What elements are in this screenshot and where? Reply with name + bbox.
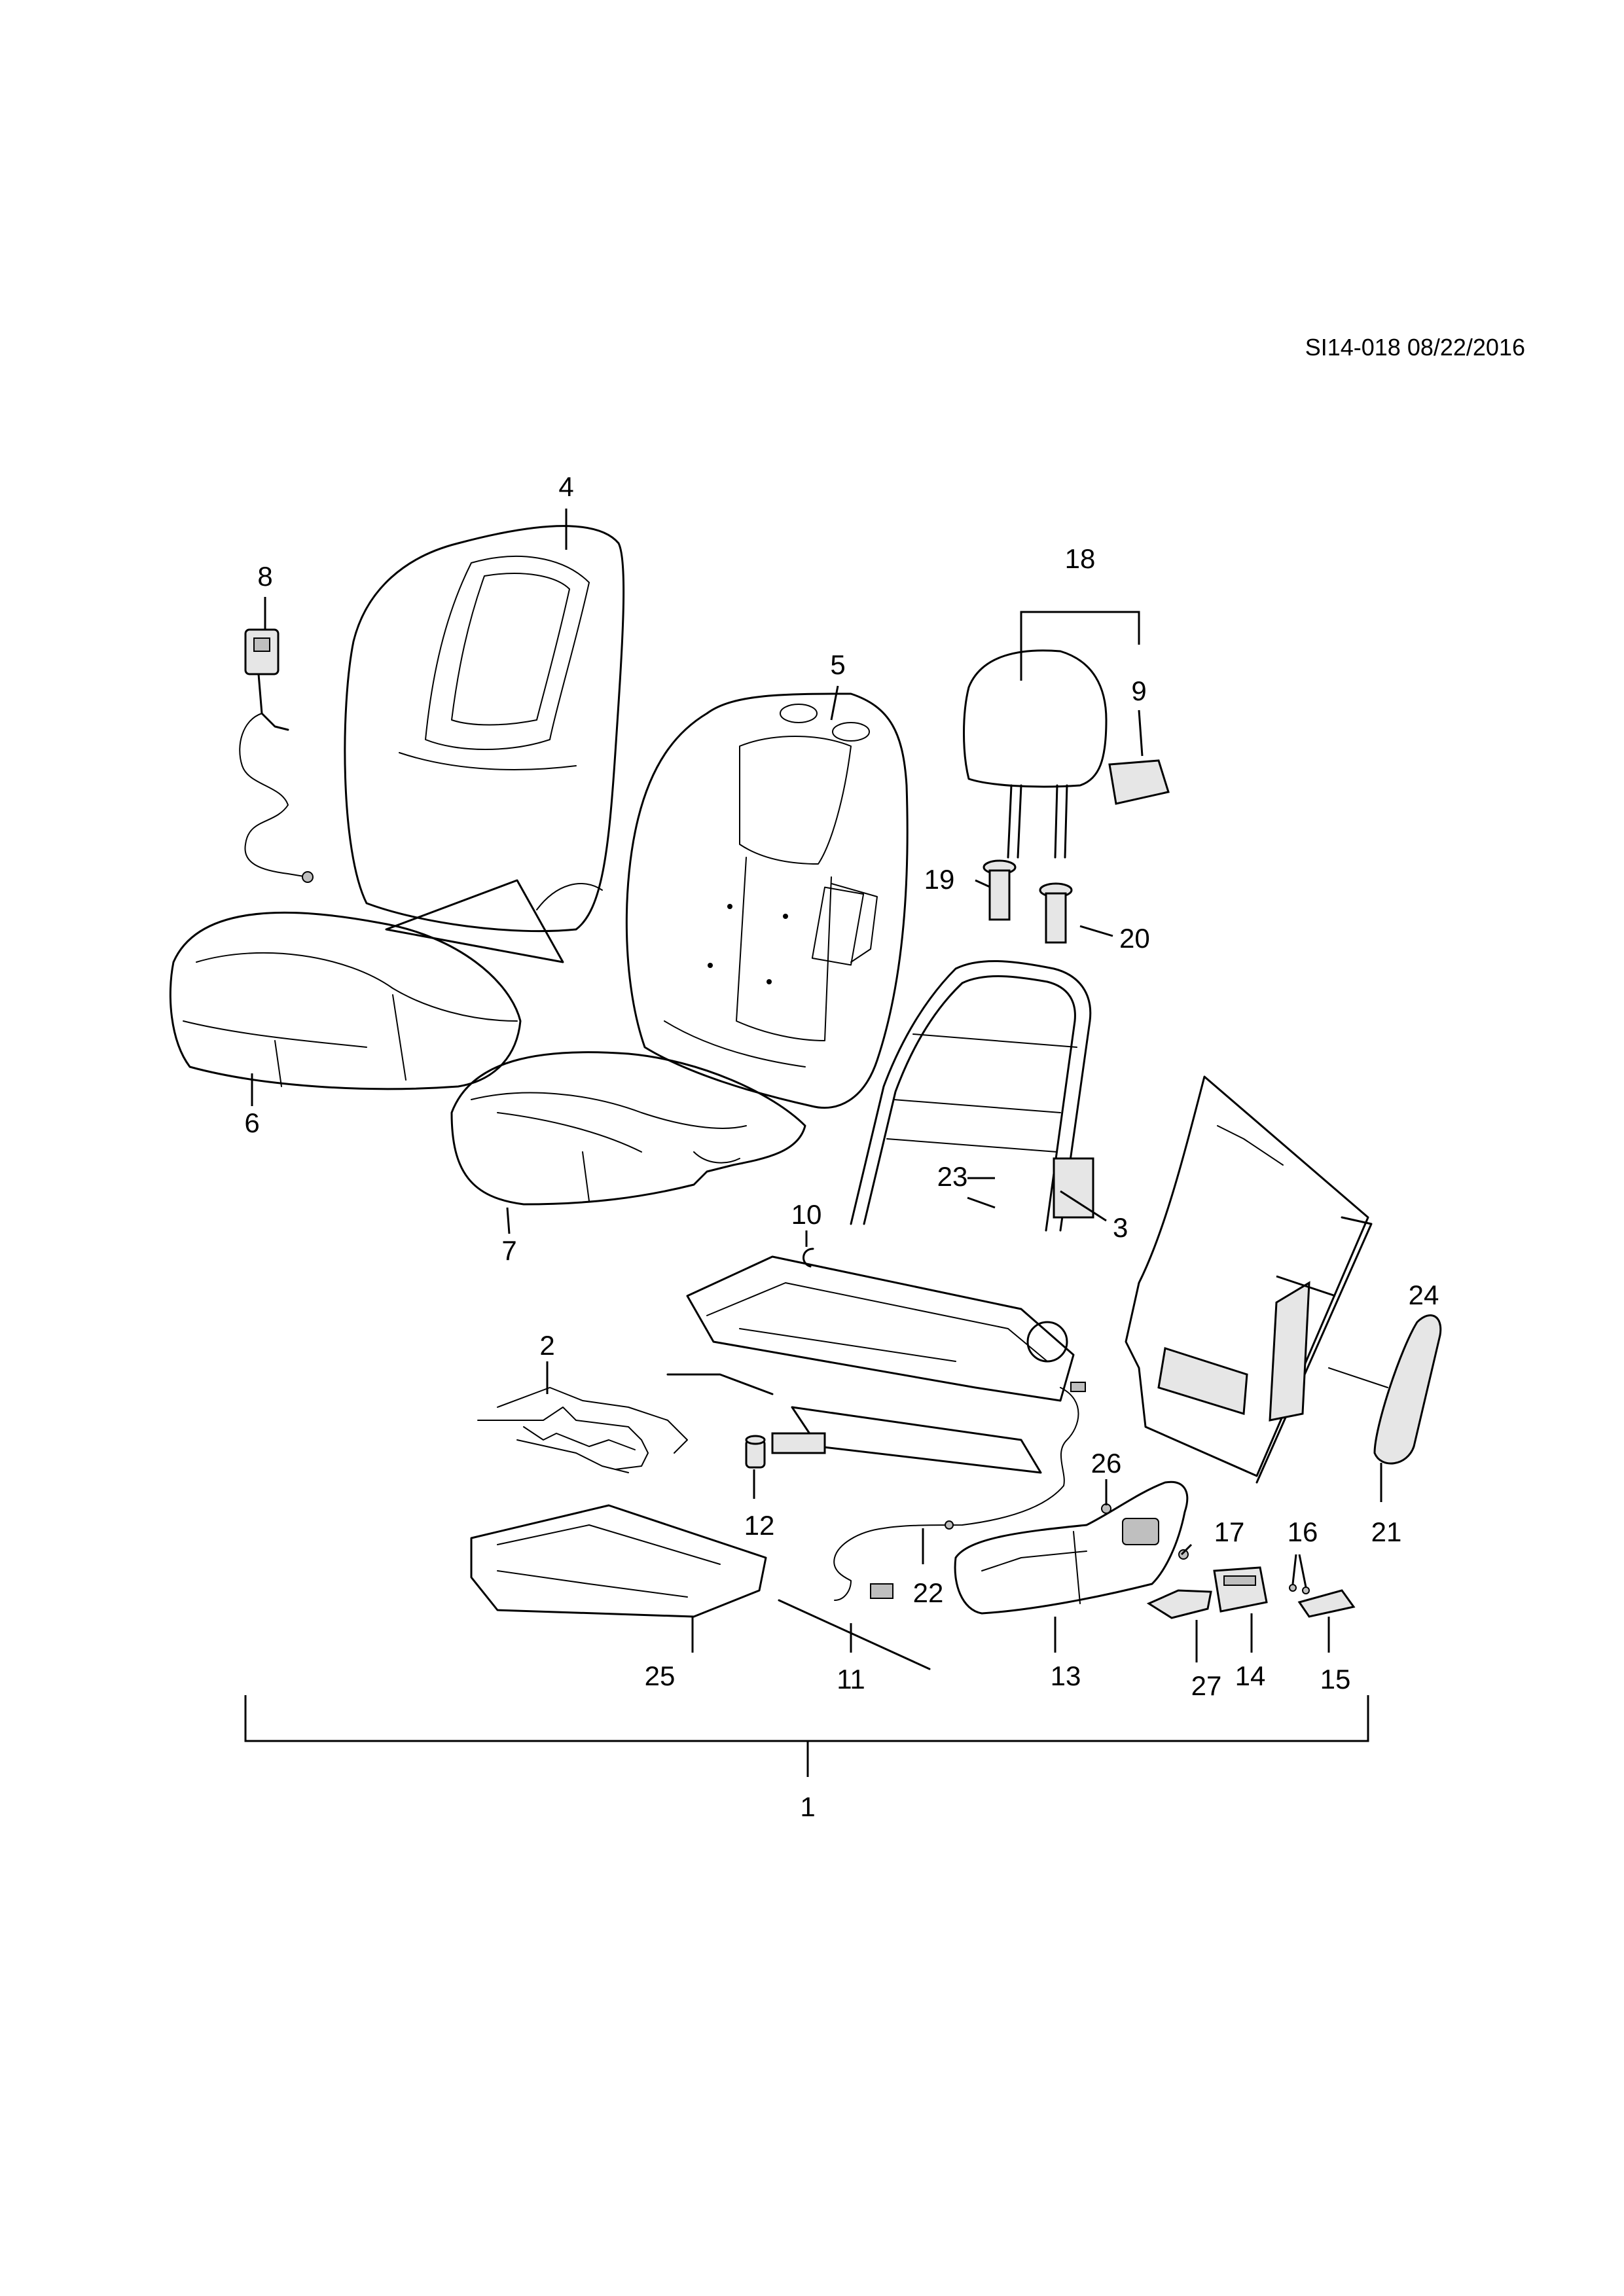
power-seat-switch (1213, 1566, 1268, 1613)
seat-cushion-cover (169, 911, 522, 1090)
callout-24: 24 (1409, 1280, 1439, 1310)
switch-bezel (1297, 1589, 1356, 1618)
seat-back-pad (625, 692, 909, 1109)
side-shield (954, 1480, 1189, 1615)
clip (803, 1247, 814, 1268)
callout-13: 13 (1051, 1660, 1081, 1691)
callout-10: 10 (791, 1199, 822, 1230)
screw-16b (1302, 1587, 1310, 1594)
seat-back-frame (850, 960, 1094, 1232)
bushing (745, 1435, 766, 1469)
callout-16: 16 (1288, 1516, 1318, 1547)
callout-1: 1 (800, 1791, 815, 1822)
seat-cushion-pad (450, 1051, 806, 1206)
screw-16a (1289, 1584, 1297, 1592)
seat-suspension-mat (477, 1387, 688, 1473)
callout-12: 12 (744, 1510, 775, 1541)
side-air-bag-module (1328, 1314, 1442, 1465)
callout-18: 18 (1065, 543, 1096, 574)
callout-27: 27 (1191, 1670, 1222, 1701)
seat-back-panel (1125, 1075, 1373, 1484)
diagram-reference: SI14-018 08/22/2016 (1305, 334, 1525, 361)
callout-2: 2 (539, 1330, 554, 1361)
leader-lines (251, 509, 1382, 1662)
callout-5: 5 (830, 649, 845, 680)
head-restraint-guide-19 (983, 859, 1017, 921)
callout-3: 3 (1113, 1212, 1128, 1243)
callout-20: 20 (1119, 923, 1150, 954)
cable (778, 1599, 931, 1670)
callout-7: 7 (501, 1235, 516, 1266)
callout-labels: 4 5 6 7 8 18 9 19 20 23 3 24 10 2 12 22 … (244, 471, 1439, 1822)
callout-15: 15 (1320, 1664, 1351, 1695)
seat-back-cover (344, 525, 625, 963)
head-restraint-guide-20 (1039, 882, 1073, 944)
callout-22: 22 (913, 1577, 944, 1608)
screw-26 (1101, 1503, 1111, 1514)
callout-8: 8 (257, 561, 272, 592)
assembly-bracket (244, 1695, 1369, 1742)
wiring-harness (833, 1382, 1086, 1601)
callout-11: 11 (837, 1664, 865, 1695)
switch-knob (1146, 1589, 1212, 1619)
callout-6: 6 (244, 1107, 259, 1138)
seat-belt-buckle (239, 628, 314, 883)
seat-cushion-pan (470, 1504, 767, 1618)
callout-14: 14 (1235, 1660, 1266, 1691)
callout-26: 26 (1091, 1448, 1122, 1479)
callout-4: 4 (558, 471, 573, 502)
callout-17: 17 (1214, 1516, 1245, 1547)
callout-9: 9 (1131, 675, 1146, 706)
head-restraint-trim (1108, 759, 1170, 805)
callout-19: 19 (924, 864, 955, 895)
head-restraint (963, 649, 1108, 859)
callout-25: 25 (645, 1660, 676, 1691)
callout-23: 23 (937, 1161, 968, 1192)
screw-17 (1178, 1549, 1189, 1560)
callout-21: 21 (1371, 1516, 1402, 1547)
seat-base-frame (666, 1255, 1075, 1474)
